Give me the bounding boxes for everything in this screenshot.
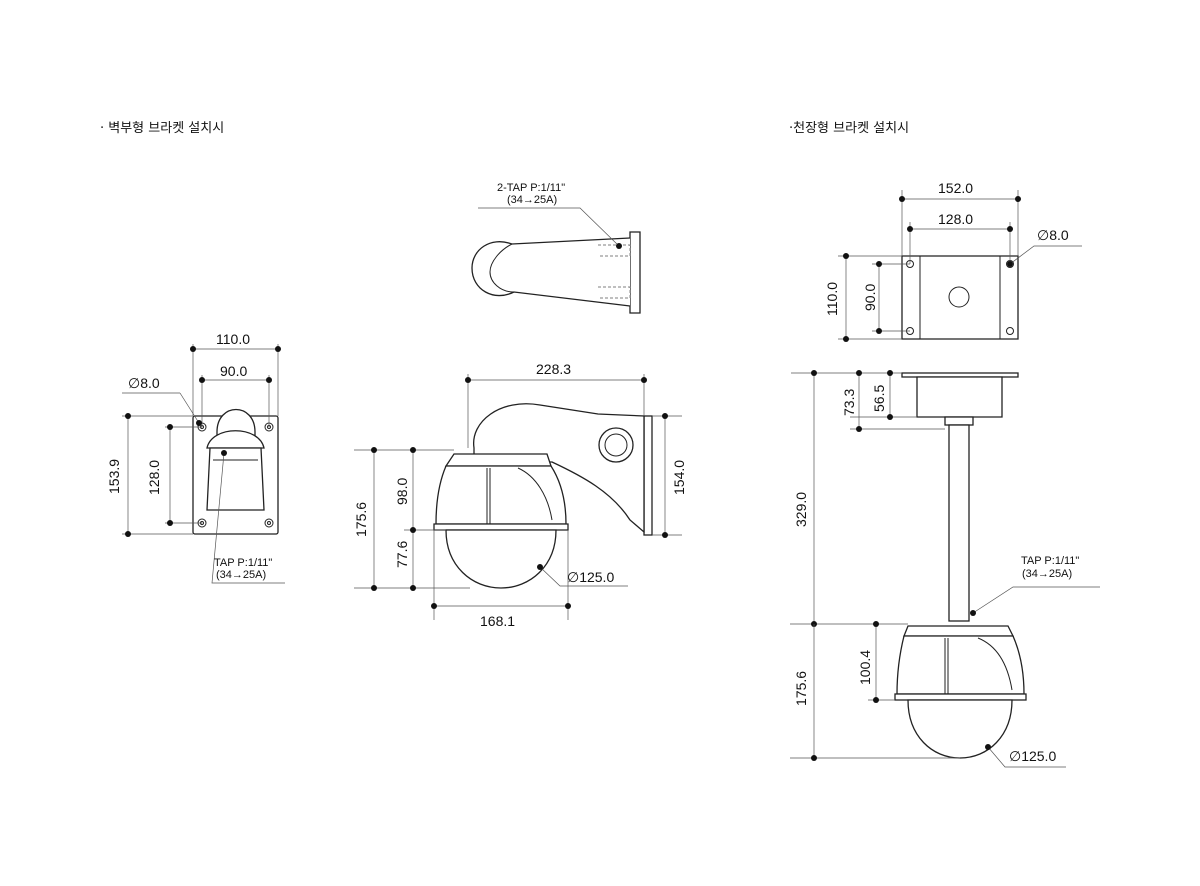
wall-plate-width-inner: 90.0 bbox=[220, 363, 247, 379]
wall-plate-height-inner: 128.0 bbox=[146, 460, 162, 495]
ceiling-plate-height-inner: 90.0 bbox=[862, 284, 878, 311]
ceiling-plate-width-outer: 152.0 bbox=[938, 180, 973, 196]
wall-reach-dim: 228.3 bbox=[536, 361, 571, 377]
ceiling-side-view: 329.0 73.3 56.5 175.6 100.4 TAP P:1/11" … bbox=[790, 370, 1100, 768]
wall-total-height-dim: 175.6 bbox=[353, 502, 369, 537]
ceiling-camera-height-dim: 175.6 bbox=[793, 671, 809, 706]
wall-plate-height-outer: 153.9 bbox=[106, 459, 122, 494]
wall-plate-front-view: 110.0 90.0 ∅8.0 153.9 128.0 TAP P:1/11" … bbox=[106, 331, 285, 584]
ceiling-total-length-dim: 329.0 bbox=[793, 492, 809, 527]
tap2-note-line1: TAP P:1/11" bbox=[1021, 555, 1079, 567]
wall-plate-hole-dia: ∅8.0 bbox=[128, 375, 160, 391]
wall-plate-width-outer: 110.0 bbox=[216, 331, 250, 347]
ceiling-mount-height-dim: 73.3 bbox=[841, 389, 857, 416]
two-tap-note-line1: 2-TAP P:1/11" bbox=[497, 182, 565, 194]
ceiling-housing-height-dim: 100.4 bbox=[857, 650, 873, 685]
ceiling-dome-dia-dim: ∅125.0 bbox=[1009, 748, 1056, 764]
wall-housing-width-dim: 168.1 bbox=[480, 613, 515, 629]
wall-bracket-top-view: 2-TAP P:1/11" (34→25A) bbox=[471, 182, 641, 314]
tap-note-line2: (34→25A) bbox=[216, 569, 266, 581]
wall-dome-height-dim: 77.6 bbox=[394, 541, 410, 568]
wall-dome-dia-dim: ∅125.0 bbox=[567, 569, 614, 585]
two-tap-note-line2: (34→25A) bbox=[507, 194, 557, 206]
ceiling-plate-hole-dia: ∅8.0 bbox=[1037, 227, 1069, 243]
tap2-note-line2: (34→25A) bbox=[1022, 568, 1072, 580]
wall-mount-title: · 벽부형 브라켓 설치시 bbox=[100, 121, 225, 136]
ceiling-plate-width-inner: 128.0 bbox=[938, 211, 973, 227]
wall-housing-height-dim: 98.0 bbox=[394, 478, 410, 505]
ceiling-mount-title: ·천장형 브라켓 설치시 bbox=[789, 121, 910, 136]
ceiling-mount-inner-dim: 56.5 bbox=[871, 385, 887, 412]
ceiling-plate-top-view: 152.0 128.0 ∅8.0 110.0 90.0 bbox=[824, 180, 1082, 342]
wall-side-view: 228.3 154.0 175.6 98.0 77.6 168.1 ∅125.0 bbox=[353, 361, 687, 629]
wall-bracket-height-dim: 154.0 bbox=[671, 460, 687, 495]
tap-note-line1: TAP P:1/11" bbox=[214, 557, 272, 569]
ceiling-plate-height-outer: 110.0 bbox=[824, 282, 840, 316]
